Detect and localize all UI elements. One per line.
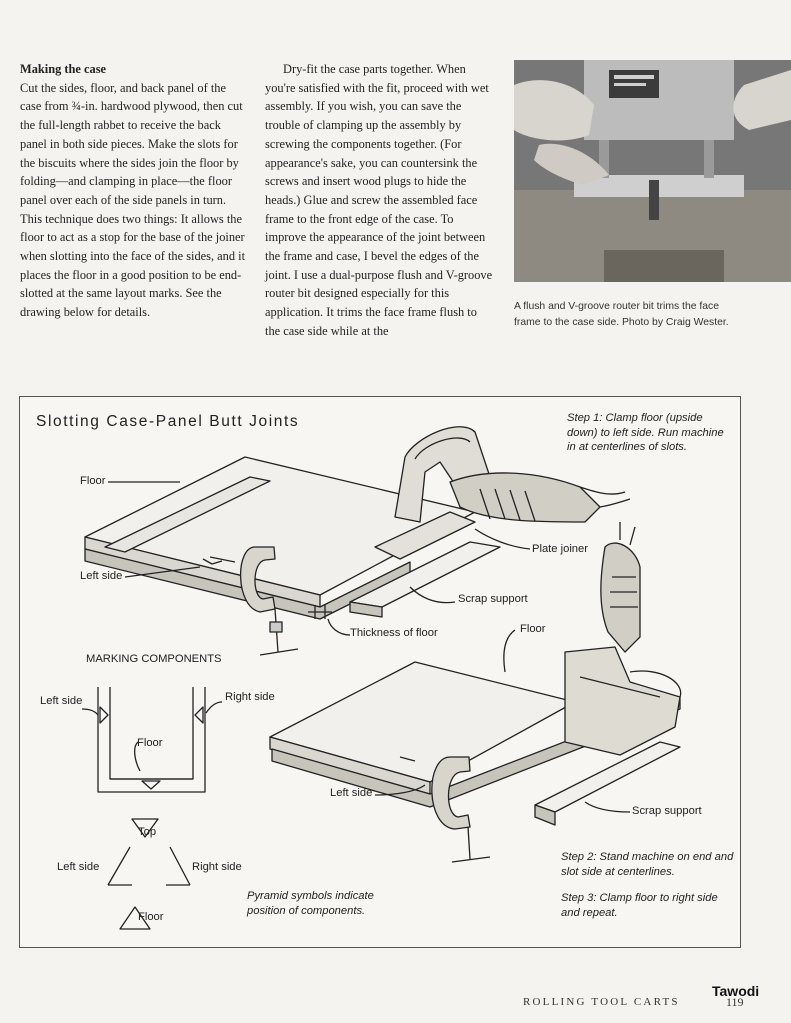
marking-left-side: Left side <box>40 695 83 707</box>
diagram-slotting-joints: Slotting Case-Panel Butt Joints Floor Le… <box>19 396 741 948</box>
pyramid-top <box>131 818 159 838</box>
label-floor-top: Floor <box>80 475 106 487</box>
photo-caption: A flush and V-groove router bit trims th… <box>514 301 729 328</box>
marking-right-side: Right side <box>225 691 275 703</box>
running-title: ROLLING TOOL CARTS <box>523 996 680 1008</box>
marking-floor: Floor <box>137 737 163 749</box>
paragraph-dry-fit: Dry-fit the case parts together. When yo… <box>265 62 493 338</box>
marking-components-drawing <box>81 687 223 930</box>
text-column-2: Dry-fit the case parts together. When yo… <box>265 60 493 341</box>
label-plate-joiner: Plate joiner <box>532 543 588 555</box>
diagram-title: Slotting Case-Panel Butt Joints <box>36 413 300 430</box>
step-2-text: Step 2: Stand machine on end and slot si… <box>561 851 734 878</box>
text-column-1: Making the case Cut the sides, floor, an… <box>20 60 250 322</box>
pyramid-floor-label: Floor <box>138 911 164 923</box>
page-number: 119 <box>726 995 744 1009</box>
label-floor-bottom: Floor <box>520 623 546 635</box>
pyramid-top-label: Top <box>138 826 157 838</box>
label-scrap-support-top: Scrap support <box>458 593 528 605</box>
photo-illustration <box>514 60 791 282</box>
step-1-text: Step 1: Clamp floor (upside down) to lef… <box>567 412 724 453</box>
label-left-side-bottom: Left side <box>330 787 373 799</box>
pyramid-left-label: Left side <box>57 861 100 873</box>
pyramid-right-label: Right side <box>192 861 242 873</box>
marking-components-title: MARKING COMPONENTS <box>86 653 222 665</box>
top-assembly <box>84 426 631 656</box>
diagram-drawing <box>81 426 682 930</box>
section-heading: Making the case <box>20 62 107 76</box>
step-3-text: Step 3: Clamp floor to right side and re… <box>561 892 718 919</box>
pyramid-note: Pyramid symbols indicate position of com… <box>247 890 374 917</box>
paragraph-making-the-case: Cut the sides, floor, and back panel of … <box>20 80 246 320</box>
label-scrap-support-bottom: Scrap support <box>632 805 702 817</box>
router-bit-photo <box>514 60 791 282</box>
watermark: Tawodi <box>712 983 760 999</box>
label-left-side-top: Left side <box>80 570 123 582</box>
bottom-assembly <box>269 522 682 863</box>
label-thickness-of-floor: Thickness of floor <box>350 627 438 639</box>
